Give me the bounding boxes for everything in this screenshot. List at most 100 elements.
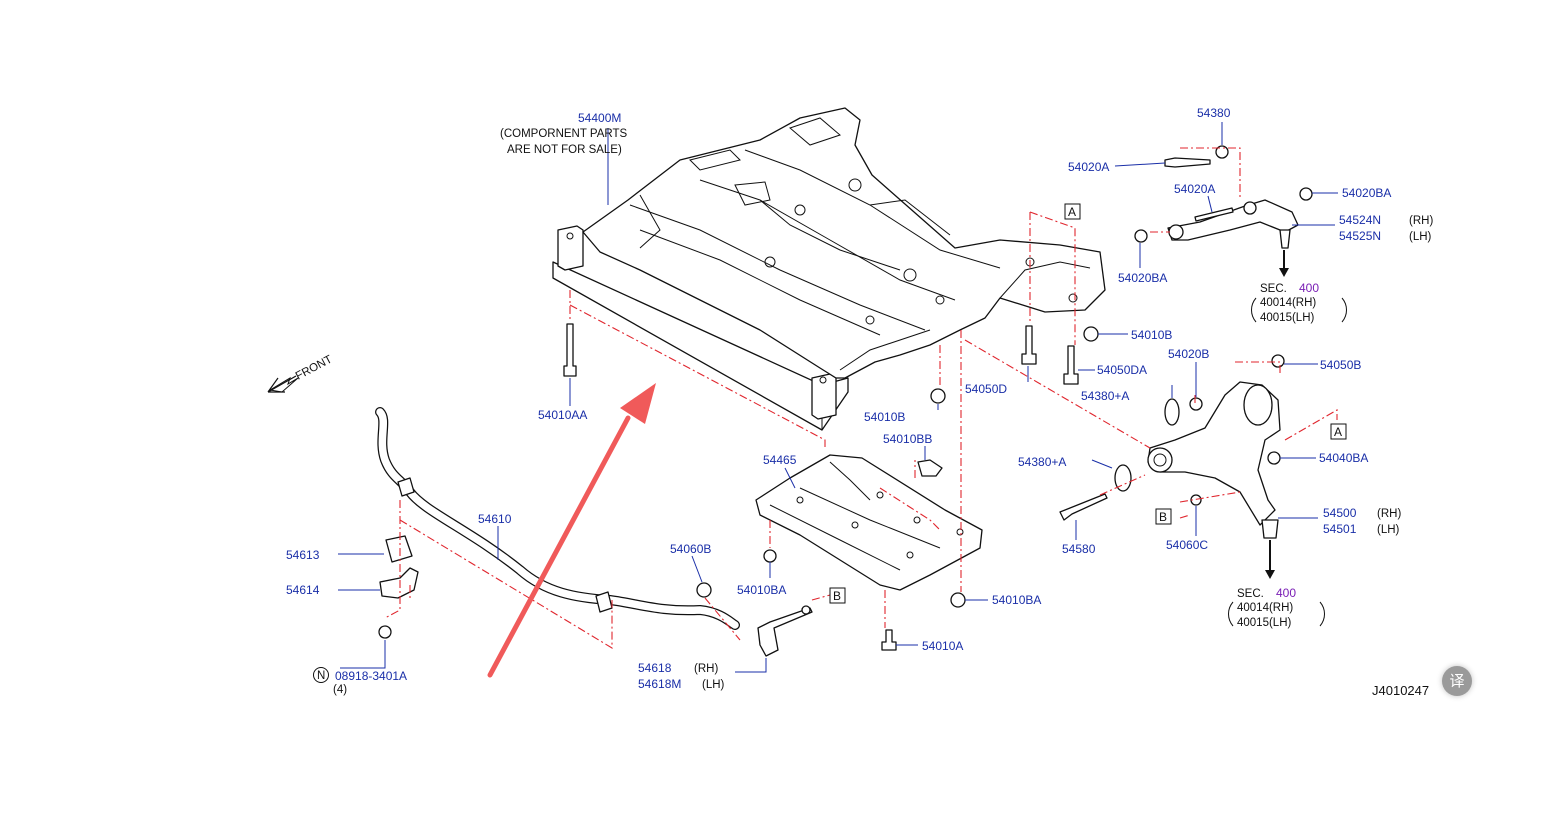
label-54010A: 54010A (922, 639, 963, 653)
label-54524N: 54524N (1339, 213, 1381, 227)
label-54020A: 54020A (1068, 160, 1109, 174)
nut-54010BA (763, 549, 777, 563)
svg-text:B: B (1159, 510, 1167, 524)
nut-54020BA-2 (1134, 229, 1148, 243)
label-54010AA: 54010AA (538, 408, 587, 422)
label-54380A: 54380+A (1081, 389, 1129, 403)
bolt-54020A (1164, 157, 1211, 168)
svg-text:N: N (317, 670, 325, 682)
nut-54010BA-2 (950, 592, 966, 608)
label-08918: 08918-3401A (335, 669, 407, 683)
nut-54010B (1083, 326, 1099, 342)
label-54618: 54618 (638, 661, 672, 675)
label-lh-3: (LH) (702, 679, 725, 691)
label-lh-1: (LH) (1409, 231, 1432, 243)
upper-link (1167, 199, 1299, 249)
sec-lh-2: 40015(LH) (1237, 617, 1292, 629)
rear-crossmember (755, 454, 983, 591)
label-54010BB: 54010BB (883, 432, 932, 446)
svg-text:A: A (1334, 425, 1342, 439)
svg-text:B: B (833, 589, 841, 603)
arrow-head-icon (1279, 268, 1289, 277)
bolt-54010A (881, 629, 897, 651)
label-54020B: 54020B (1168, 347, 1209, 361)
bolt-54050D (1021, 325, 1037, 365)
label-54500: 54500 (1323, 506, 1357, 520)
label-54050D: 54050D (965, 382, 1007, 396)
label-54614: 54614 (286, 583, 320, 597)
label-54020BA: 54020BA (1342, 186, 1391, 200)
translate-button[interactable]: 译 (1442, 666, 1472, 696)
sec-label-1: SEC. (1260, 283, 1287, 295)
bolt-54010AA (563, 323, 577, 377)
figure-code: J4010247 (1372, 683, 1429, 698)
label-rh-3: (RH) (694, 663, 718, 675)
svg-text:A: A (1068, 205, 1076, 219)
note-line-2: ARE NOT FOR SALE) (507, 144, 622, 156)
clip-54010BB (917, 459, 943, 477)
front-direction-icon: FRONT (267, 353, 335, 393)
arrow-head-icon-2 (1265, 570, 1275, 579)
washer-54380 (1215, 145, 1229, 159)
label-54580: 54580 (1062, 542, 1096, 556)
sec-label-2: SEC. (1237, 588, 1264, 600)
transverse-link (1147, 381, 1281, 539)
sec-lh-1: 40015(LH) (1260, 312, 1315, 324)
label-54465: 54465 (763, 453, 797, 467)
washer-54020B (1189, 397, 1203, 411)
front-label: FRONT (294, 353, 335, 382)
label-rh-2: (RH) (1377, 508, 1401, 520)
label-54020BA-2: 54020BA (1118, 271, 1167, 285)
leader-lines (338, 122, 1338, 673)
label-54380A-2: 54380+A (1018, 455, 1066, 469)
stabilizer-link (757, 605, 813, 657)
label-54501: 54501 (1323, 522, 1357, 536)
bolt-54050DA (1063, 345, 1079, 385)
label-rh-1: (RH) (1409, 215, 1433, 227)
nut-54010B-2 (930, 388, 946, 404)
label-54400M: 54400M (578, 111, 621, 125)
bushing-54380A (1164, 398, 1180, 426)
label-lh-2: (LH) (1377, 524, 1400, 536)
bushing-54380A-2 (1114, 464, 1132, 492)
label-54050DA: 54050DA (1097, 363, 1147, 377)
label-54060B: 54060B (670, 542, 711, 556)
bolt-54580 (1059, 493, 1108, 521)
nut-54060B (696, 582, 712, 598)
note-line-1: (COMPORNENT PARTS (500, 128, 627, 140)
callout-n: N (313, 667, 329, 683)
bolt-54020A-2 (1194, 207, 1234, 222)
label-54610: 54610 (478, 512, 512, 526)
stabilizer-bushing (385, 535, 413, 563)
callout-a-2: A (1330, 423, 1347, 440)
label-54020A-2: 54020A (1174, 182, 1215, 196)
label-qty: (4) (333, 684, 347, 696)
nut-54020BA (1299, 187, 1313, 201)
nut-08918 (378, 625, 392, 639)
label-54010BA-2: 54010BA (992, 593, 1041, 607)
callout-a-1: A (1064, 203, 1081, 220)
stabilizer-clamp (379, 567, 419, 599)
sec-number-1: 400 (1299, 281, 1319, 295)
label-54525N: 54525N (1339, 229, 1381, 243)
label-54050B: 54050B (1320, 358, 1361, 372)
callout-b-1: B (1155, 508, 1172, 525)
callout-b-2: B (829, 587, 846, 604)
label-54380: 54380 (1197, 106, 1231, 120)
front-crossmember (552, 107, 1106, 431)
sec-rh-2: 40014(RH) (1237, 602, 1293, 614)
nut-54040BA (1267, 451, 1281, 465)
centerlines (384, 147, 1338, 649)
label-54010B-2: 54010B (864, 410, 905, 424)
sec-number-2: 400 (1276, 586, 1296, 600)
label-54618M: 54618M (638, 677, 681, 691)
stabilizer-bar (375, 407, 740, 630)
label-54010B: 54010B (1131, 328, 1172, 342)
sec-rh-1: 40014(RH) (1260, 297, 1316, 309)
label-54613: 54613 (286, 548, 320, 562)
annotation-arrow (487, 383, 656, 678)
label-54060C: 54060C (1166, 538, 1208, 552)
nut-54050B (1271, 354, 1285, 368)
label-54010BA: 54010BA (737, 583, 786, 597)
